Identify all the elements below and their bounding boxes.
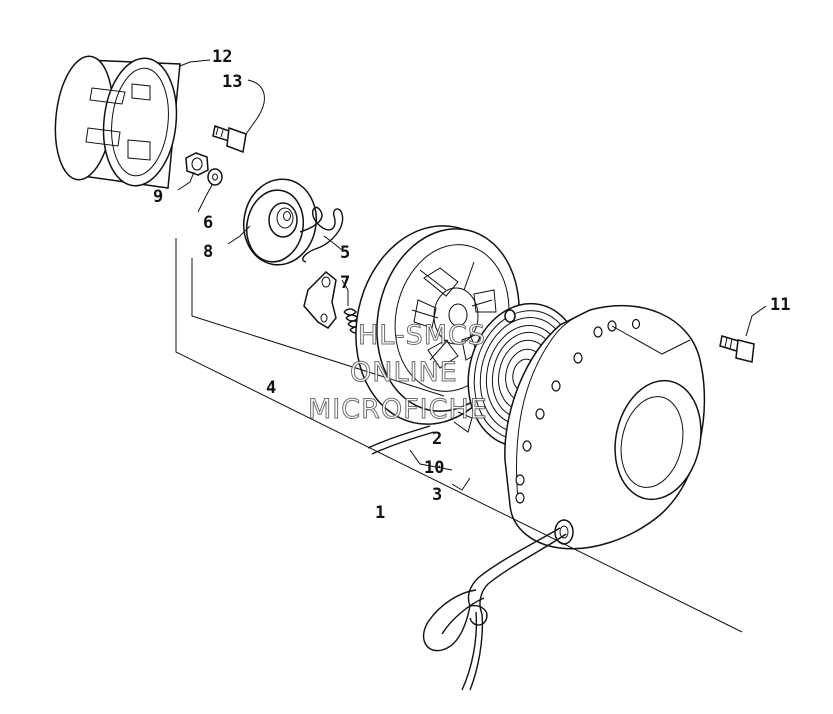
watermark-line-2: ONLINE: [350, 357, 458, 388]
starter-rope-part: [367, 425, 567, 691]
watermark: HL-SMCS ONLINE MICROFICHE: [308, 320, 488, 426]
leader-lines: [175, 59, 767, 633]
nut-part: [185, 152, 209, 176]
part-number-9: 9: [153, 187, 163, 207]
watermark-line-3: MICROFICHE: [308, 394, 488, 425]
washer-part: [207, 168, 223, 186]
watermark-line-1: HL-SMCS: [358, 320, 486, 351]
starter-cup-part: [54, 55, 181, 189]
part-number-13: 13: [222, 72, 242, 92]
part-number-7: 7: [340, 273, 350, 293]
part-number-8: 8: [203, 242, 213, 262]
part-number-4: 4: [266, 378, 276, 398]
part-number-3: 3: [432, 485, 442, 505]
pawl-part: [303, 270, 337, 329]
bolt-part: [212, 125, 247, 154]
part-number-12: 12: [212, 47, 232, 67]
part-number-5: 5: [340, 243, 350, 263]
part-number-1: 1: [375, 503, 385, 523]
part-number-10: 10: [424, 458, 444, 478]
friction-plate-part: [243, 178, 317, 266]
friction-spring-part: [299, 206, 344, 263]
part-number-labels: 12 13 9 6 8 5 7 11 4 2 10 3 1: [153, 47, 790, 523]
part-number-2: 2: [432, 429, 442, 449]
part-number-11: 11: [770, 295, 790, 315]
starter-housing-part: [504, 304, 706, 550]
part-number-6: 6: [203, 213, 213, 233]
screw-part: [719, 335, 755, 363]
